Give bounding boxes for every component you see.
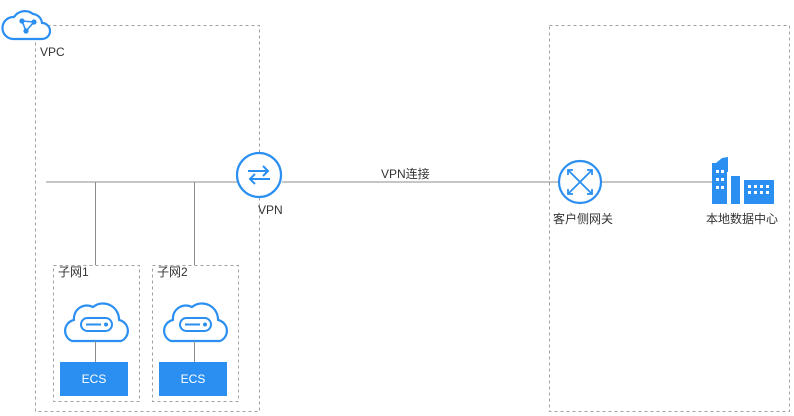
vpc-boundary — [35, 25, 260, 412]
vpn-connection-label: VPN连接 — [381, 167, 430, 181]
ecs-2-label: ECS — [180, 372, 206, 386]
ecs-server-icon — [163, 302, 228, 362]
subnet-2-boundary — [152, 265, 239, 402]
ecs-server-icon — [64, 302, 129, 362]
vpn-label: VPN — [258, 203, 283, 217]
ecs-1-label: ECS — [81, 372, 107, 386]
datacenter-label: 本地数据中心 — [706, 212, 779, 226]
subnet-1-label: 子网1 — [58, 265, 89, 279]
datacenter-building-icon — [712, 157, 774, 204]
customer-gateway-label: 客户侧网关 — [553, 212, 614, 226]
ecs-box-1 — [60, 362, 128, 396]
ecs-box-2 — [159, 362, 227, 396]
subnet-1-boundary — [53, 265, 140, 402]
customer-gateway-icon — [557, 159, 603, 205]
vpc-cloud-icon — [1, 10, 52, 41]
vpc-label: VPC — [40, 45, 65, 59]
subnet-2-label: 子网2 — [157, 265, 188, 279]
customer-boundary — [549, 25, 790, 412]
vpn-gateway-icon — [235, 151, 283, 199]
